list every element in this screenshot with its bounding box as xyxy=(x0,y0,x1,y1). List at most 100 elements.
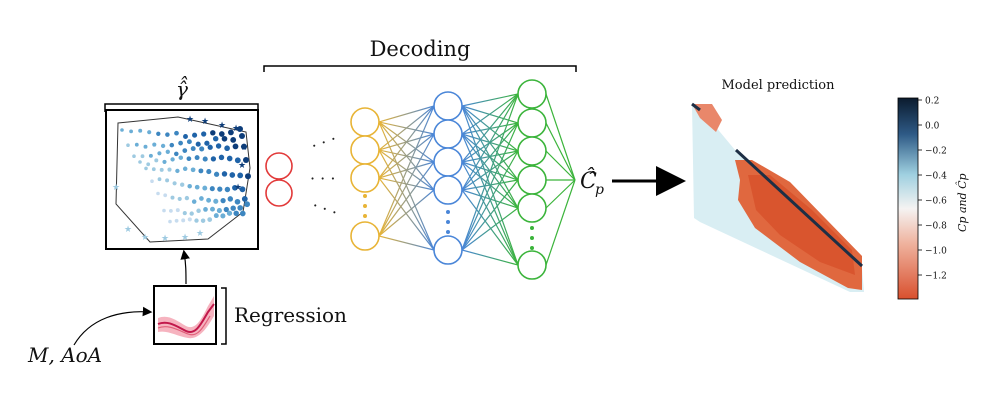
latent-point xyxy=(227,129,234,136)
network-edge xyxy=(378,105,435,151)
latent-point xyxy=(147,130,152,135)
latent-point xyxy=(229,172,236,178)
latent-point xyxy=(170,195,175,200)
hidden1-node xyxy=(350,107,380,137)
ellipsis-top: · · · xyxy=(309,129,339,156)
prediction-leading-edge xyxy=(692,104,722,132)
latent-point xyxy=(170,157,175,162)
colorbar-tick-label: 0.0 xyxy=(925,122,940,132)
latent-point xyxy=(232,184,238,191)
latent-point xyxy=(206,169,212,175)
latent-point xyxy=(239,186,246,193)
latent-point xyxy=(226,210,233,216)
regression-label: Regression xyxy=(234,303,347,327)
latent-point xyxy=(198,168,204,174)
hidden2-node xyxy=(433,175,463,205)
latent-input-node xyxy=(265,179,293,207)
latent-point xyxy=(239,210,246,217)
ellipsis-mid: · · · xyxy=(310,169,335,188)
latent-point xyxy=(207,144,213,150)
latent-point xyxy=(221,135,228,142)
latent-point xyxy=(195,141,201,147)
colorbar-ticks: 0.20.0−0.2−0.4−0.6−0.8−1.0−1.2 xyxy=(918,97,947,282)
network-edge xyxy=(461,189,519,209)
latent-point xyxy=(180,182,185,187)
latent-point xyxy=(218,131,225,137)
latent-point xyxy=(178,140,183,146)
latent-point xyxy=(159,167,164,172)
latent-point xyxy=(162,159,167,164)
latent-point xyxy=(184,195,190,201)
latent-point xyxy=(245,173,251,180)
latent-point xyxy=(190,146,196,152)
hidden2-dot xyxy=(446,210,450,214)
colorbar-tick-label: −0.6 xyxy=(925,197,947,207)
latent-star: ★ xyxy=(161,234,169,244)
network-edge xyxy=(461,93,519,163)
cp-hat-subscript: p xyxy=(595,182,604,198)
network-edge xyxy=(461,189,519,266)
latent-point xyxy=(204,140,210,146)
latent-star: ★ xyxy=(186,115,194,125)
latent-point xyxy=(200,218,206,223)
latent-point xyxy=(190,167,196,173)
colorbar-tick-label: −0.2 xyxy=(925,147,947,157)
latent-point xyxy=(182,148,188,153)
latent-point xyxy=(169,142,175,148)
network-edge xyxy=(378,133,435,179)
latent-point xyxy=(213,213,219,219)
latent-point xyxy=(237,126,243,132)
network-edge xyxy=(461,93,519,135)
latent-point xyxy=(172,181,177,186)
network-edge xyxy=(378,105,435,237)
latent-star: ★ xyxy=(218,121,226,131)
hidden3-node xyxy=(517,250,547,280)
hidden2-node xyxy=(433,235,463,265)
latent-point xyxy=(215,143,222,149)
latent-point xyxy=(162,208,166,213)
latent-point xyxy=(206,197,212,203)
regression-panel: Regression xyxy=(153,285,347,345)
latent-point xyxy=(243,157,249,163)
hidden3-node xyxy=(517,136,547,166)
latent-point xyxy=(174,130,179,136)
network-edges xyxy=(378,93,576,266)
hidden1-dot xyxy=(363,214,367,218)
latent-point xyxy=(183,134,188,139)
latent-point xyxy=(223,206,229,213)
network-edge xyxy=(378,161,435,237)
latent-point xyxy=(182,211,187,216)
latent-point xyxy=(174,218,179,223)
hidden3-node xyxy=(517,79,547,109)
hidden3-node xyxy=(517,108,547,138)
latent-point xyxy=(129,129,133,134)
cp-hat-output: Ĉ̂ p xyxy=(580,167,604,198)
latent-star: ★ xyxy=(181,233,189,243)
network-edge xyxy=(378,189,435,237)
colorbar-tick-label: −1.0 xyxy=(925,247,947,257)
colorbar-tick-label: −0.4 xyxy=(925,172,947,182)
output-edge xyxy=(545,179,576,266)
network-edge xyxy=(461,122,519,251)
latent-point xyxy=(160,143,166,149)
latent-point xyxy=(140,154,145,159)
latent-point xyxy=(152,142,157,147)
network-edge xyxy=(461,93,519,191)
hidden1-dot xyxy=(363,204,367,208)
latent-point xyxy=(138,128,143,133)
latent-point xyxy=(202,185,208,191)
latent-point xyxy=(138,160,142,164)
latent-point xyxy=(230,205,236,211)
prediction-upper-edge-left xyxy=(691,102,701,112)
hidden3-node xyxy=(517,193,547,223)
latent-star: ★ xyxy=(232,124,240,134)
arrow-regression-to-latent xyxy=(180,249,190,285)
latent-point xyxy=(132,154,136,158)
latent-star: ★ xyxy=(234,183,242,193)
hidden3-dot xyxy=(530,236,534,240)
latent-point xyxy=(230,136,237,143)
latent-point xyxy=(192,132,198,138)
network-edge xyxy=(461,122,519,191)
latent-point xyxy=(221,171,228,177)
